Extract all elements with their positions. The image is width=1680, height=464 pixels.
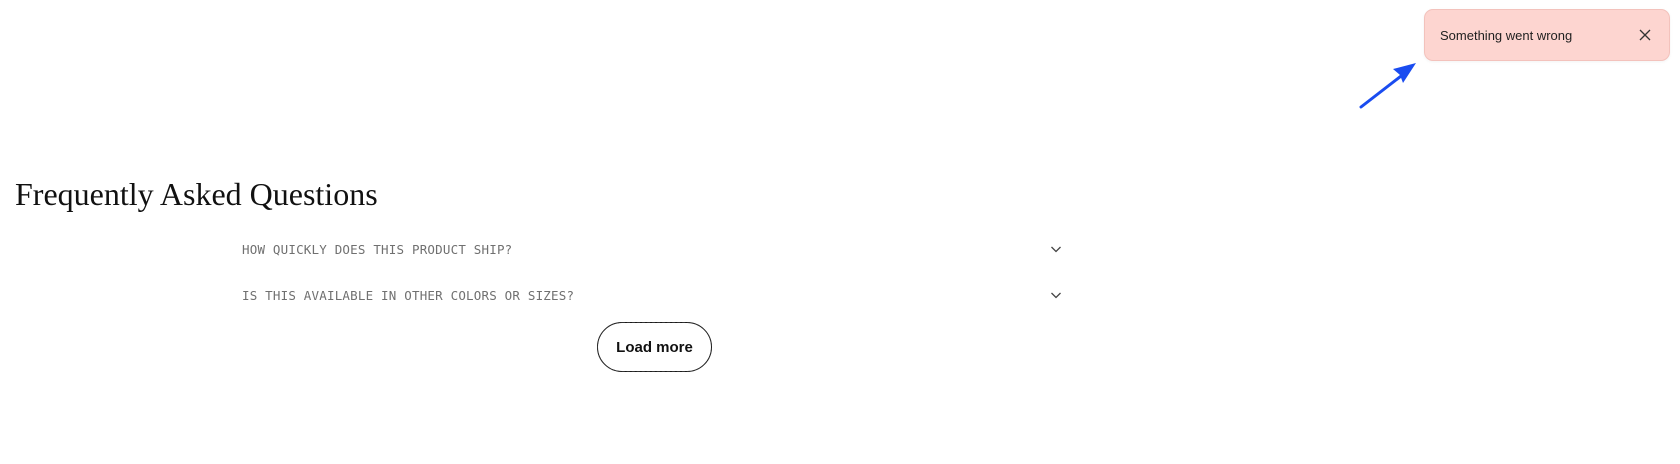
- load-more-button[interactable]: Load more: [597, 322, 712, 372]
- toast-message: Something went wrong: [1440, 27, 1573, 43]
- toast-close-button[interactable]: [1637, 27, 1653, 43]
- faq-item-shipping[interactable]: HOW QUICKLY DOES THIS PRODUCT SHIP?: [242, 226, 1072, 272]
- faq-question: HOW QUICKLY DOES THIS PRODUCT SHIP?: [242, 241, 513, 257]
- arrow-pointer-icon: [1359, 63, 1416, 109]
- faq-question: IS THIS AVAILABLE IN OTHER COLORS OR SIZ…: [242, 287, 575, 303]
- close-icon: [1639, 29, 1651, 41]
- chevron-down-icon: [1051, 246, 1061, 253]
- faq-item-colors-sizes[interactable]: IS THIS AVAILABLE IN OTHER COLORS OR SIZ…: [242, 272, 1072, 318]
- page-title: Frequently Asked Questions: [15, 176, 378, 212]
- faq-list: HOW QUICKLY DOES THIS PRODUCT SHIP? IS T…: [242, 236, 1072, 318]
- chevron-down-icon: [1051, 292, 1061, 299]
- error-toast: Something went wrong: [1424, 9, 1670, 61]
